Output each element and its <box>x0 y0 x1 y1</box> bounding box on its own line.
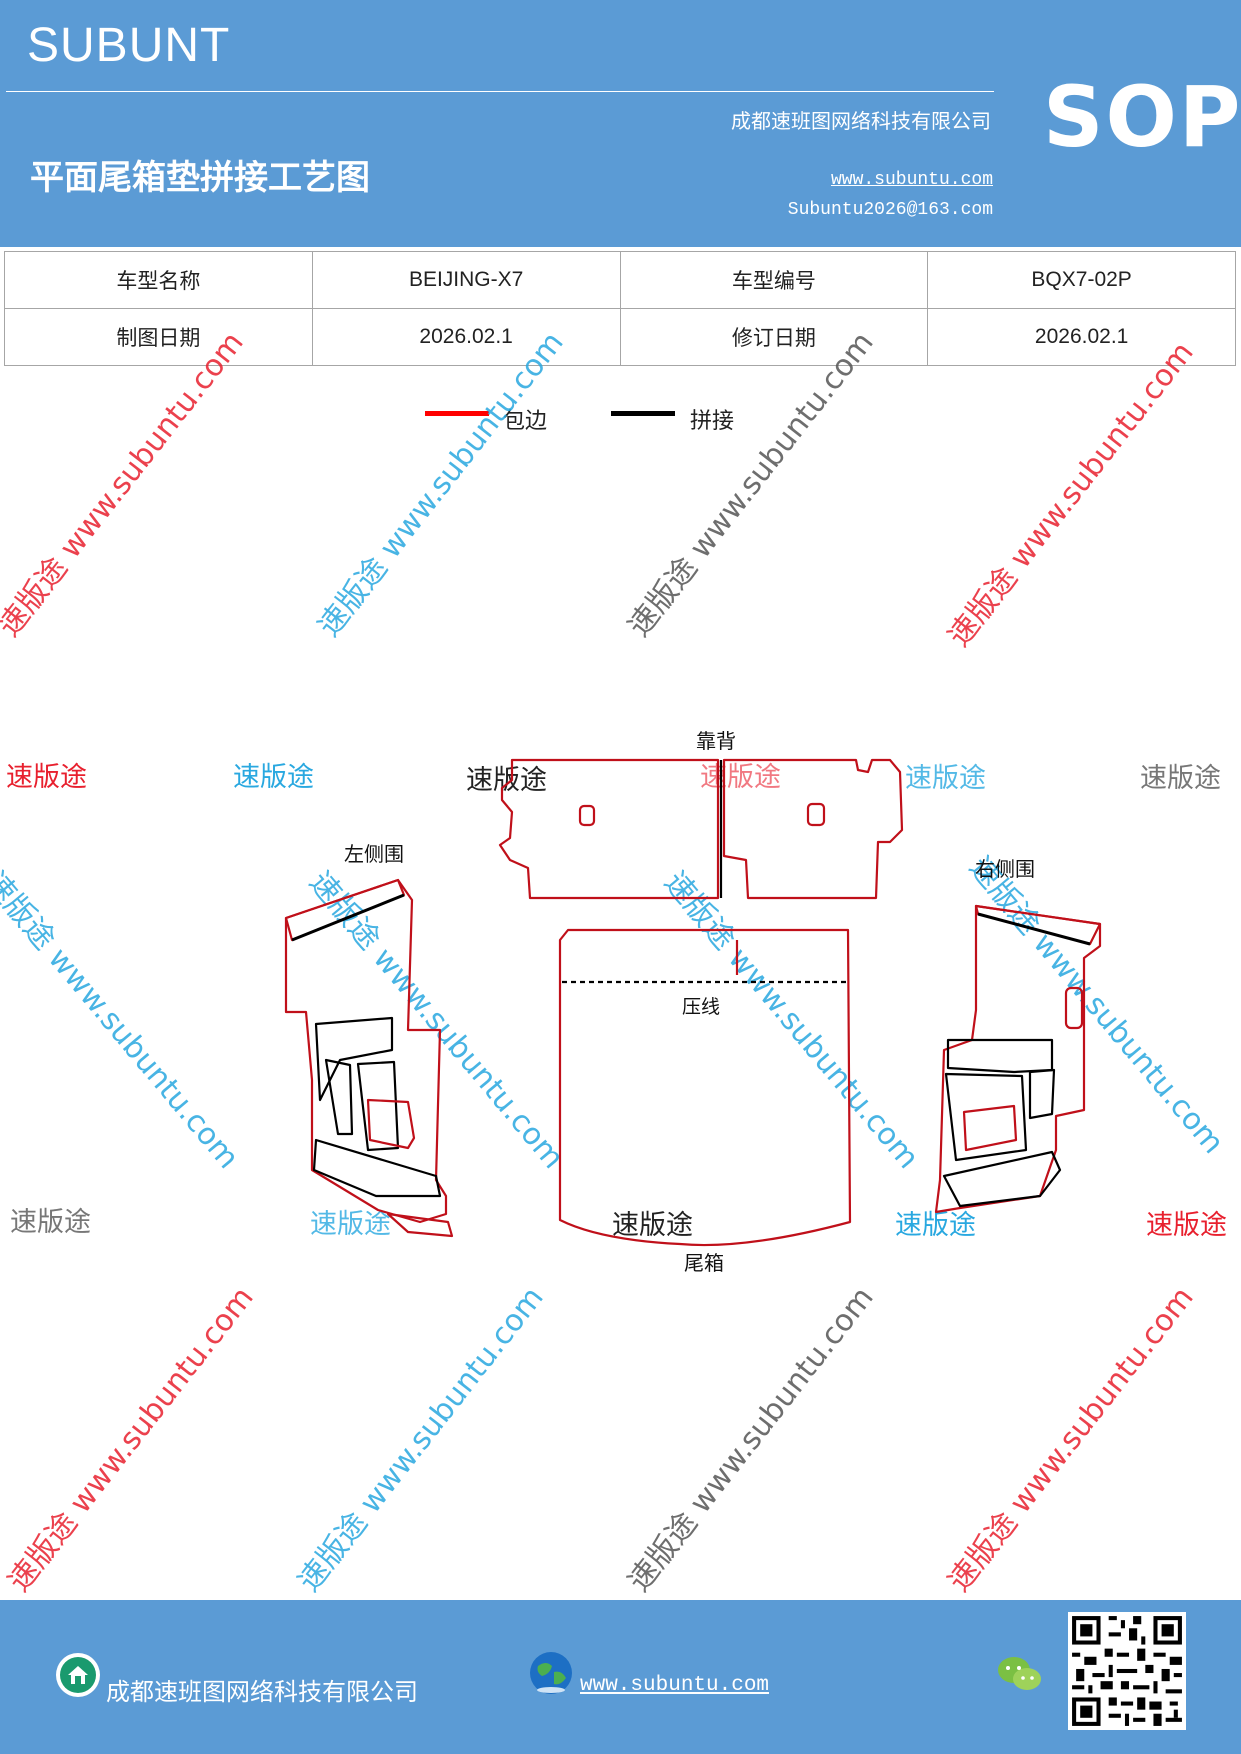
table-cell: 制图日期 <box>4 308 313 366</box>
document-title: 平面尾箱垫拼接工艺图 <box>30 158 370 198</box>
watermark-word: 速版途 <box>466 765 547 796</box>
left-side-inner-c <box>356 1060 400 1152</box>
left-side-window <box>366 1098 416 1150</box>
footer-company: 成都速班图网络科技有限公司 <box>106 1678 418 1706</box>
legend-swatch-edge <box>425 411 489 416</box>
watermark-word: 速版途 <box>895 1210 976 1241</box>
right-side-inner-b <box>1028 1068 1056 1120</box>
header-email[interactable]: Subuntu2026@163.com <box>787 200 993 220</box>
right-side-panel <box>934 904 1102 1214</box>
right-side-seam-top <box>977 912 1091 946</box>
label-right-side: 右侧围 <box>975 857 1035 881</box>
table-row: 车型名称 BEIJING-X7 车型编号 BQX7-02P <box>4 251 1236 309</box>
globe-icon <box>530 1652 572 1694</box>
table-cell: 车型名称 <box>4 251 313 309</box>
right-side-lower <box>942 1150 1062 1208</box>
watermark-word: 速版途 <box>233 762 314 793</box>
label-press-line: 压线 <box>682 996 721 1018</box>
watermark-word: 速版途 <box>10 1207 91 1238</box>
table-cell: BQX7-02P <box>927 251 1236 309</box>
backrest-right-hole <box>806 802 826 827</box>
right-side-inner-a <box>946 1038 1054 1074</box>
watermark-word: 速版途 <box>612 1210 693 1241</box>
label-left-side: 左侧围 <box>344 842 404 866</box>
table-row: 制图日期 2026.02.1 修订日期 2026.02.1 <box>4 308 1236 366</box>
right-side-inner-c <box>944 1072 1028 1162</box>
watermark-word: 速版途 <box>1146 1210 1227 1241</box>
left-side-seam-top <box>291 893 405 942</box>
left-side-inner-a <box>314 1016 394 1102</box>
label-backrest: 靠背 <box>696 729 736 753</box>
brand-name: SUBUNT <box>27 19 231 72</box>
header-company: 成都速班图网络科技有限公司 <box>731 109 991 133</box>
legend-label-edge: 包边 <box>503 409 548 434</box>
watermark-word: 速版途 <box>1140 763 1221 794</box>
house-badge-icon <box>56 1653 100 1697</box>
left-side-foot <box>386 1212 454 1238</box>
left-side-inner-b <box>324 1058 354 1136</box>
header-divider <box>6 91 994 92</box>
right-side-slot <box>1064 986 1084 1030</box>
watermark-word: 速版途 <box>905 763 986 794</box>
watermark-word: 速版途 <box>310 1209 391 1240</box>
table-cell: 2026.02.1 <box>927 308 1236 366</box>
table-cell: 2026.02.1 <box>311 308 621 366</box>
backrest-right-panel <box>722 758 904 900</box>
left-side-lower <box>312 1138 442 1198</box>
sop-badge: SOP <box>1043 68 1241 166</box>
table-cell: BEIJING-X7 <box>311 251 621 309</box>
vehicle-info-table: 车型名称 BEIJING-X7 车型编号 BQX7-02P 制图日期 2026.… <box>4 251 1236 366</box>
wechat-icon <box>998 1657 1041 1690</box>
header-website-link[interactable]: www.subuntu.com <box>830 170 993 190</box>
backrest-left-hole <box>578 804 596 827</box>
right-side-window <box>962 1104 1018 1152</box>
qr-code[interactable] <box>1068 1612 1186 1730</box>
watermark-word: 速版途 <box>700 762 781 793</box>
left-side-panel <box>284 878 448 1224</box>
header-banner <box>0 0 1241 247</box>
right-side-top-strip <box>974 904 1102 946</box>
backrest-left-panel <box>498 758 720 900</box>
legend-label-seam: 拼接 <box>690 409 735 434</box>
trunk-floor-panel <box>558 928 852 1247</box>
watermark-word: 速版途 <box>6 762 87 793</box>
legend-swatch-seam <box>611 411 675 416</box>
table-cell: 修订日期 <box>619 308 929 366</box>
footer-website-link[interactable]: www.subuntu.com <box>580 1674 770 1697</box>
left-side-top-strip <box>284 878 406 942</box>
label-trunk: 尾箱 <box>684 1251 724 1275</box>
table-cell: 车型编号 <box>619 251 929 309</box>
